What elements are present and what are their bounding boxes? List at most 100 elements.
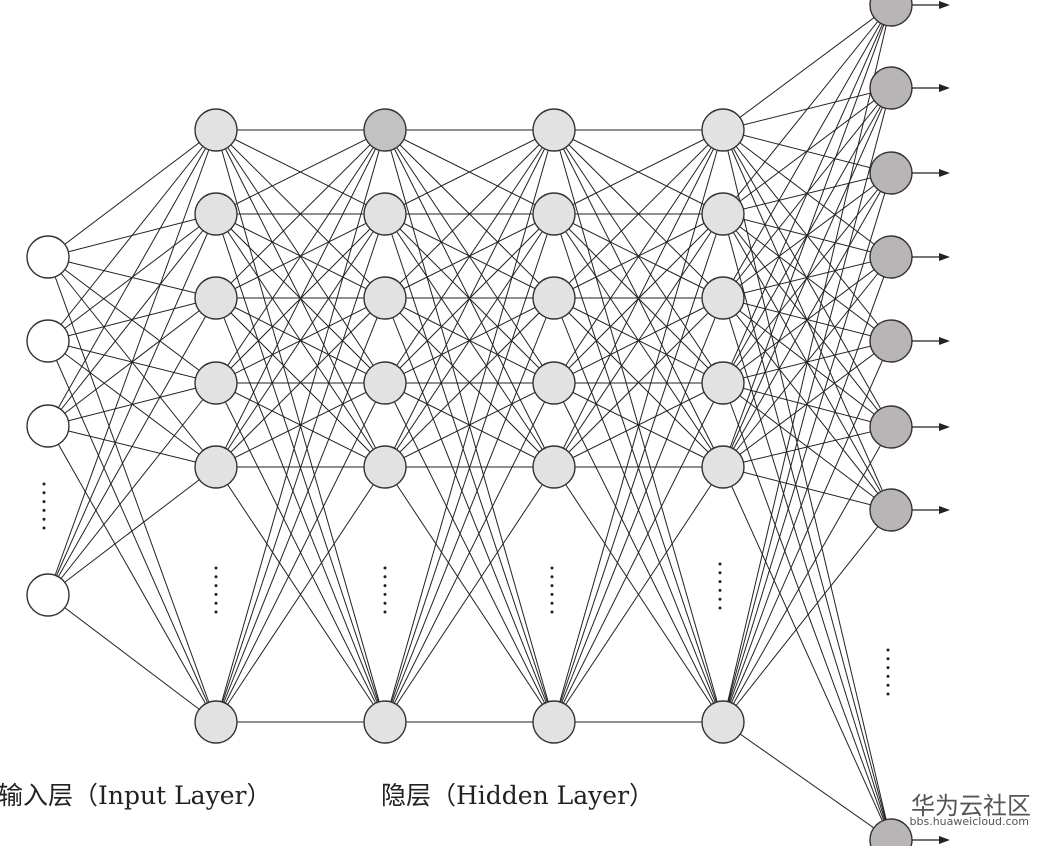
- ellipsis-dot: [214, 566, 218, 570]
- edge: [384, 213, 555, 723]
- output-arrows: [912, 1, 950, 844]
- edge: [215, 213, 386, 468]
- edge: [47, 213, 217, 596]
- ellipsis-dot: [550, 592, 554, 596]
- ellipsis-dot: [886, 674, 890, 678]
- hidden-3-node: [532, 700, 576, 744]
- output-node: [869, 818, 913, 846]
- edge: [384, 382, 555, 723]
- edge: [384, 213, 555, 468]
- edge: [553, 213, 724, 723]
- edge: [47, 425, 217, 723]
- output-node: [869, 66, 913, 110]
- ellipsis-dot: [718, 562, 722, 566]
- edge: [47, 297, 217, 596]
- hidden-4-node: [701, 192, 745, 236]
- hidden-3-node: [532, 192, 576, 236]
- output-arrowhead: [939, 836, 950, 844]
- edge: [722, 4, 892, 131]
- ellipsis-dot: [383, 566, 387, 570]
- edge: [47, 129, 217, 596]
- hidden-4-node: [701, 361, 745, 405]
- omission-dots: [42, 482, 890, 696]
- hidden-1-node: [194, 192, 238, 236]
- edge: [215, 129, 386, 384]
- hidden-4-node: [701, 108, 745, 152]
- edge: [722, 426, 892, 723]
- connection-edges: [47, 4, 892, 841]
- ellipsis-dot: [886, 692, 890, 696]
- edge: [722, 340, 892, 723]
- ellipsis-dot: [383, 610, 387, 614]
- edge: [384, 129, 555, 723]
- ellipsis-dot: [718, 588, 722, 592]
- edge: [722, 4, 892, 723]
- edge: [384, 129, 555, 384]
- edge: [215, 129, 386, 215]
- edge: [553, 129, 724, 468]
- output-arrowhead: [939, 423, 950, 431]
- network-nodes: [26, 0, 913, 846]
- hidden-2-node: [363, 361, 407, 405]
- edge: [722, 4, 892, 468]
- edge: [47, 129, 217, 427]
- hidden-2-node: [363, 108, 407, 152]
- ellipsis-dot: [42, 526, 46, 530]
- input-node: [26, 573, 70, 617]
- edge: [722, 172, 892, 468]
- ellipsis-dot: [550, 601, 554, 605]
- output-node: [869, 235, 913, 279]
- edge: [384, 129, 555, 468]
- edge: [47, 129, 217, 342]
- edge: [722, 213, 892, 841]
- edge: [215, 297, 386, 468]
- ellipsis-dot: [383, 592, 387, 596]
- edge: [47, 594, 217, 723]
- hidden-3-node: [532, 108, 576, 152]
- output-node: [869, 0, 913, 27]
- edge: [722, 256, 892, 723]
- hidden-2-node: [363, 445, 407, 489]
- edge: [384, 129, 555, 299]
- edge: [722, 382, 892, 841]
- edge: [215, 382, 386, 723]
- output-arrowhead: [939, 253, 950, 261]
- output-node: [869, 488, 913, 532]
- hidden-2-node: [363, 700, 407, 744]
- hidden-3-node: [532, 276, 576, 320]
- output-arrowhead: [939, 169, 950, 177]
- hidden-2-node: [363, 276, 407, 320]
- ellipsis-dot: [214, 610, 218, 614]
- ellipsis-dot: [42, 500, 46, 504]
- edge: [47, 466, 217, 596]
- edge: [553, 213, 724, 468]
- input-node: [26, 404, 70, 448]
- ellipsis-dot: [42, 482, 46, 486]
- input-layer-label: 输入层（Input Layer）: [0, 781, 272, 810]
- edge: [722, 87, 892, 468]
- hidden-4-node: [701, 276, 745, 320]
- edge: [384, 129, 555, 215]
- ellipsis-dot: [718, 580, 722, 584]
- ellipsis-dot: [42, 508, 46, 512]
- edge: [553, 382, 724, 723]
- watermark-site-name: 华为云社区: [911, 792, 1031, 820]
- ellipsis-dot: [383, 575, 387, 579]
- edge: [722, 172, 892, 723]
- edge: [722, 4, 892, 299]
- output-arrowhead: [939, 84, 950, 92]
- edge: [722, 4, 892, 215]
- hidden-4-node: [701, 445, 745, 489]
- edge: [722, 509, 892, 723]
- watermark-site-url: bbs.huaweicloud.com: [909, 815, 1029, 828]
- edge: [553, 129, 724, 723]
- hidden-1-node: [194, 700, 238, 744]
- output-node: [869, 319, 913, 363]
- ellipsis-dot: [718, 571, 722, 575]
- edge: [722, 297, 892, 841]
- edge: [553, 297, 724, 468]
- edge: [47, 129, 217, 258]
- ellipsis-dot: [42, 517, 46, 521]
- edge: [215, 466, 386, 723]
